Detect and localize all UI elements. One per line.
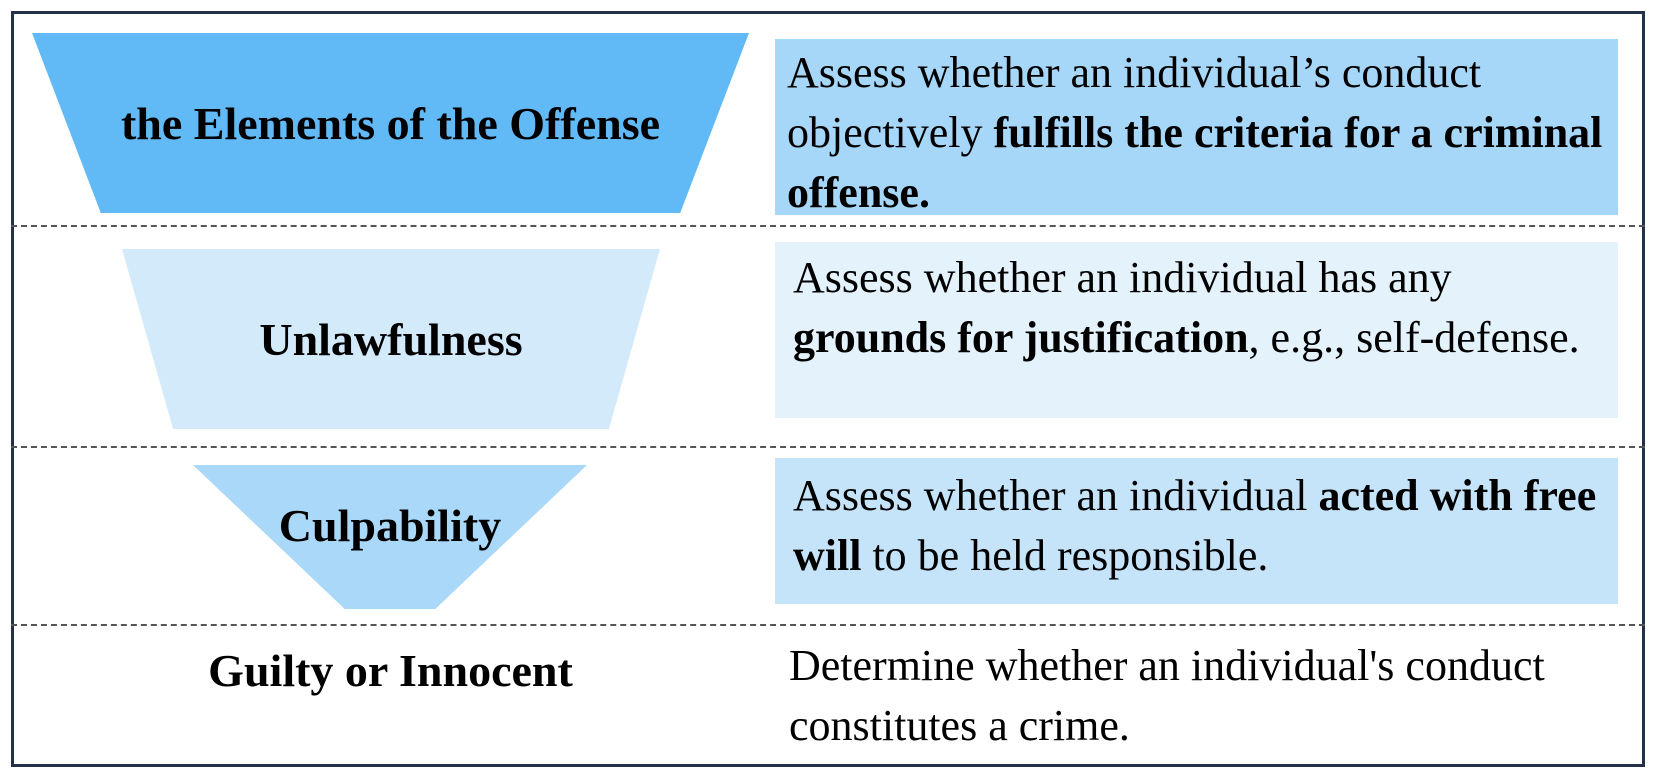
description-text: Assess whether an individual’s conduct o… <box>787 48 1482 157</box>
stage-label: the Elements of the Offense <box>120 97 661 149</box>
stage-label: Culpability <box>278 499 502 551</box>
description-emphasis: fulfills the criteria for a criminal off… <box>787 108 1603 217</box>
description-text: to be held responsible. <box>861 531 1269 580</box>
divider-2 <box>11 446 1645 448</box>
stage-description-culpability: Assess whether an individual acted with … <box>775 458 1618 604</box>
diagram-frame <box>11 11 1645 767</box>
stage-shape-guilty-or-innocent: Guilty or Innocent <box>32 640 749 700</box>
stage-shape-elements-of-offense: the Elements of the Offense <box>32 33 749 213</box>
stage-shape-unlawfulness: Unlawfulness <box>122 249 660 429</box>
stage-description-guilty-or-innocent: Determine whether an individual's conduc… <box>775 636 1618 760</box>
stage-label: Unlawfulness <box>259 313 523 365</box>
stage-description-elements-of-offense: Assess whether an individual’s conduct o… <box>775 39 1618 217</box>
stage-label: Guilty or Innocent <box>208 644 573 696</box>
description-emphasis: acted with free will <box>793 471 1597 580</box>
description-text: , e.g., self-defense. <box>1248 313 1580 362</box>
divider-3 <box>11 624 1645 626</box>
stage-description-unlawfulness: Assess whether an individual has any gro… <box>775 242 1618 418</box>
description-text: Assess whether an individual has any <box>793 253 1452 302</box>
divider-1 <box>11 225 1645 227</box>
description-text: Assess whether an individual <box>793 471 1319 520</box>
description-text: Determine whether an individual's conduc… <box>789 641 1545 750</box>
description-emphasis: grounds for justification <box>793 313 1249 362</box>
